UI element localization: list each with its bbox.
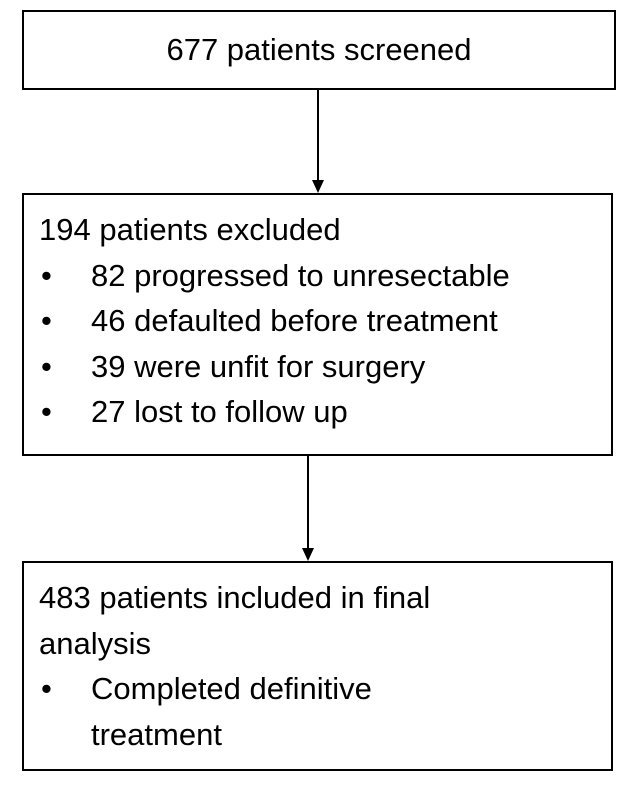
excluded-reason: 39 were unfit for surgery	[91, 348, 426, 384]
list-item: • 39 were unfit for surgery	[39, 344, 611, 390]
screened-text: 677 patients screened	[166, 32, 472, 67]
bullet-icon: •	[41, 257, 52, 293]
included-box: 483 patients included in final analysis …	[22, 561, 613, 771]
excluded-reason: 46 defaulted before treatment	[91, 303, 498, 338]
bullet-icon: •	[41, 671, 52, 706]
list-item: • Completed definitive treatment	[39, 666, 611, 757]
included-item: Completed definitive treatment	[91, 666, 372, 757]
included-item-line1: Completed definitive	[91, 671, 372, 706]
list-item: • 82 progressed to unresectable	[39, 253, 611, 299]
excluded-reason: 82 progressed to unresectable	[91, 257, 510, 293]
included-title-line2: analysis	[39, 625, 151, 661]
list-item: • 27 lost to follow up	[39, 389, 611, 435]
bullet-icon: •	[41, 303, 52, 338]
included-title-line1: 483 patients included in final	[39, 580, 431, 615]
excluded-box: 194 patients excluded • 82 progressed to …	[22, 193, 613, 456]
included-item-line2: treatment	[91, 716, 222, 752]
screened-box: 677 patients screened	[22, 10, 616, 90]
excluded-title: 194 patients excluded	[39, 212, 341, 247]
bullet-icon: •	[41, 348, 52, 384]
excluded-reason: 27 lost to follow up	[91, 394, 348, 429]
list-item: • 46 defaulted before treatment	[39, 298, 611, 344]
bullet-icon: •	[41, 394, 52, 429]
